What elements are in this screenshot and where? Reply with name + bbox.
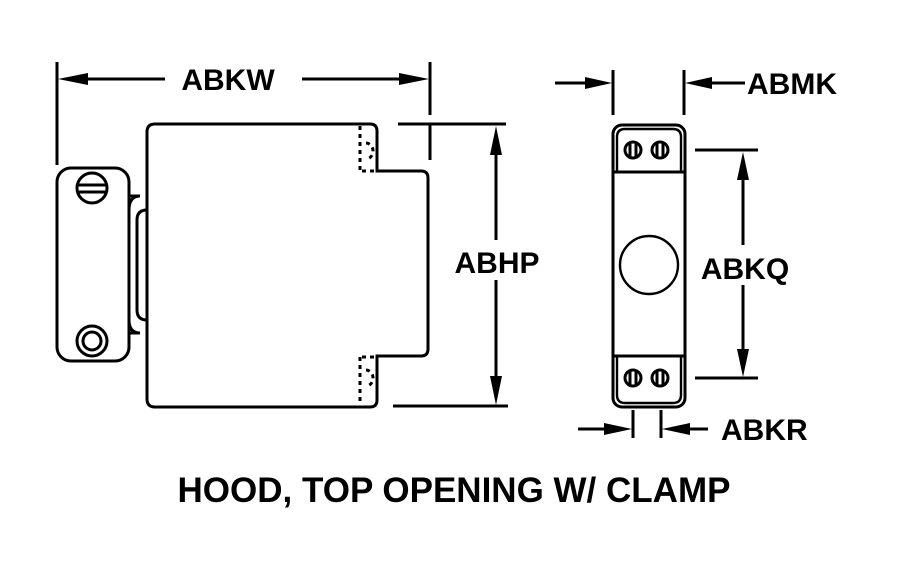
dimension-abkq: ABKQ bbox=[695, 148, 789, 380]
screw-icon bbox=[650, 140, 670, 160]
screw-icon bbox=[650, 368, 670, 388]
side-view: ABKW bbox=[55, 62, 540, 409]
cable-opening-icon bbox=[618, 234, 680, 296]
top-screws bbox=[623, 140, 670, 160]
clamp bbox=[55, 166, 148, 363]
bottom-screws bbox=[623, 368, 670, 388]
hood-body bbox=[145, 122, 430, 409]
arrowhead-up-icon bbox=[490, 126, 502, 155]
top-clamp-inner bbox=[615, 127, 683, 173]
clamp-screw-slotted-icon bbox=[75, 171, 109, 205]
abmk-label: ABMK bbox=[747, 68, 837, 101]
abkw-label: ABKW bbox=[181, 64, 275, 97]
clamp-bracket bbox=[127, 194, 141, 335]
dimension-abmk: ABMK bbox=[555, 68, 837, 115]
arrowhead-left-icon bbox=[685, 77, 712, 89]
abkq-label: ABKQ bbox=[701, 253, 789, 286]
arrowhead-down-icon bbox=[737, 349, 749, 377]
arrowhead-left-icon bbox=[662, 423, 690, 435]
arrowhead-right-icon bbox=[585, 77, 612, 89]
clamp-screw-inner-icon bbox=[81, 330, 103, 352]
dimension-abhp: ABHP bbox=[393, 122, 540, 408]
arrowhead-down-icon bbox=[490, 376, 502, 405]
abhp-label: ABHP bbox=[454, 247, 539, 280]
abkr-label: ABKR bbox=[721, 414, 808, 447]
diagram-title: HOOD, TOP OPENING W/ CLAMP bbox=[178, 471, 731, 510]
arrowhead-right-icon bbox=[604, 423, 632, 435]
arrowhead-left-icon bbox=[58, 73, 88, 85]
arrowhead-up-icon bbox=[737, 152, 749, 180]
arrowhead-right-icon bbox=[399, 73, 429, 85]
screw-icon bbox=[623, 140, 643, 160]
hidden-screw-bottom-icon bbox=[365, 368, 375, 388]
screw-icon bbox=[623, 368, 643, 388]
clamp-slot bbox=[135, 208, 148, 322]
dimension-abkr: ABKR bbox=[578, 410, 808, 447]
hidden-screw-top-icon bbox=[365, 141, 375, 161]
end-view: ABMK bbox=[555, 68, 837, 447]
bottom-clamp-inner bbox=[615, 356, 683, 405]
dimension-abkw: ABKW bbox=[55, 62, 432, 165]
end-body-outer bbox=[611, 123, 687, 409]
clamp-screw-round-icon bbox=[75, 324, 109, 358]
